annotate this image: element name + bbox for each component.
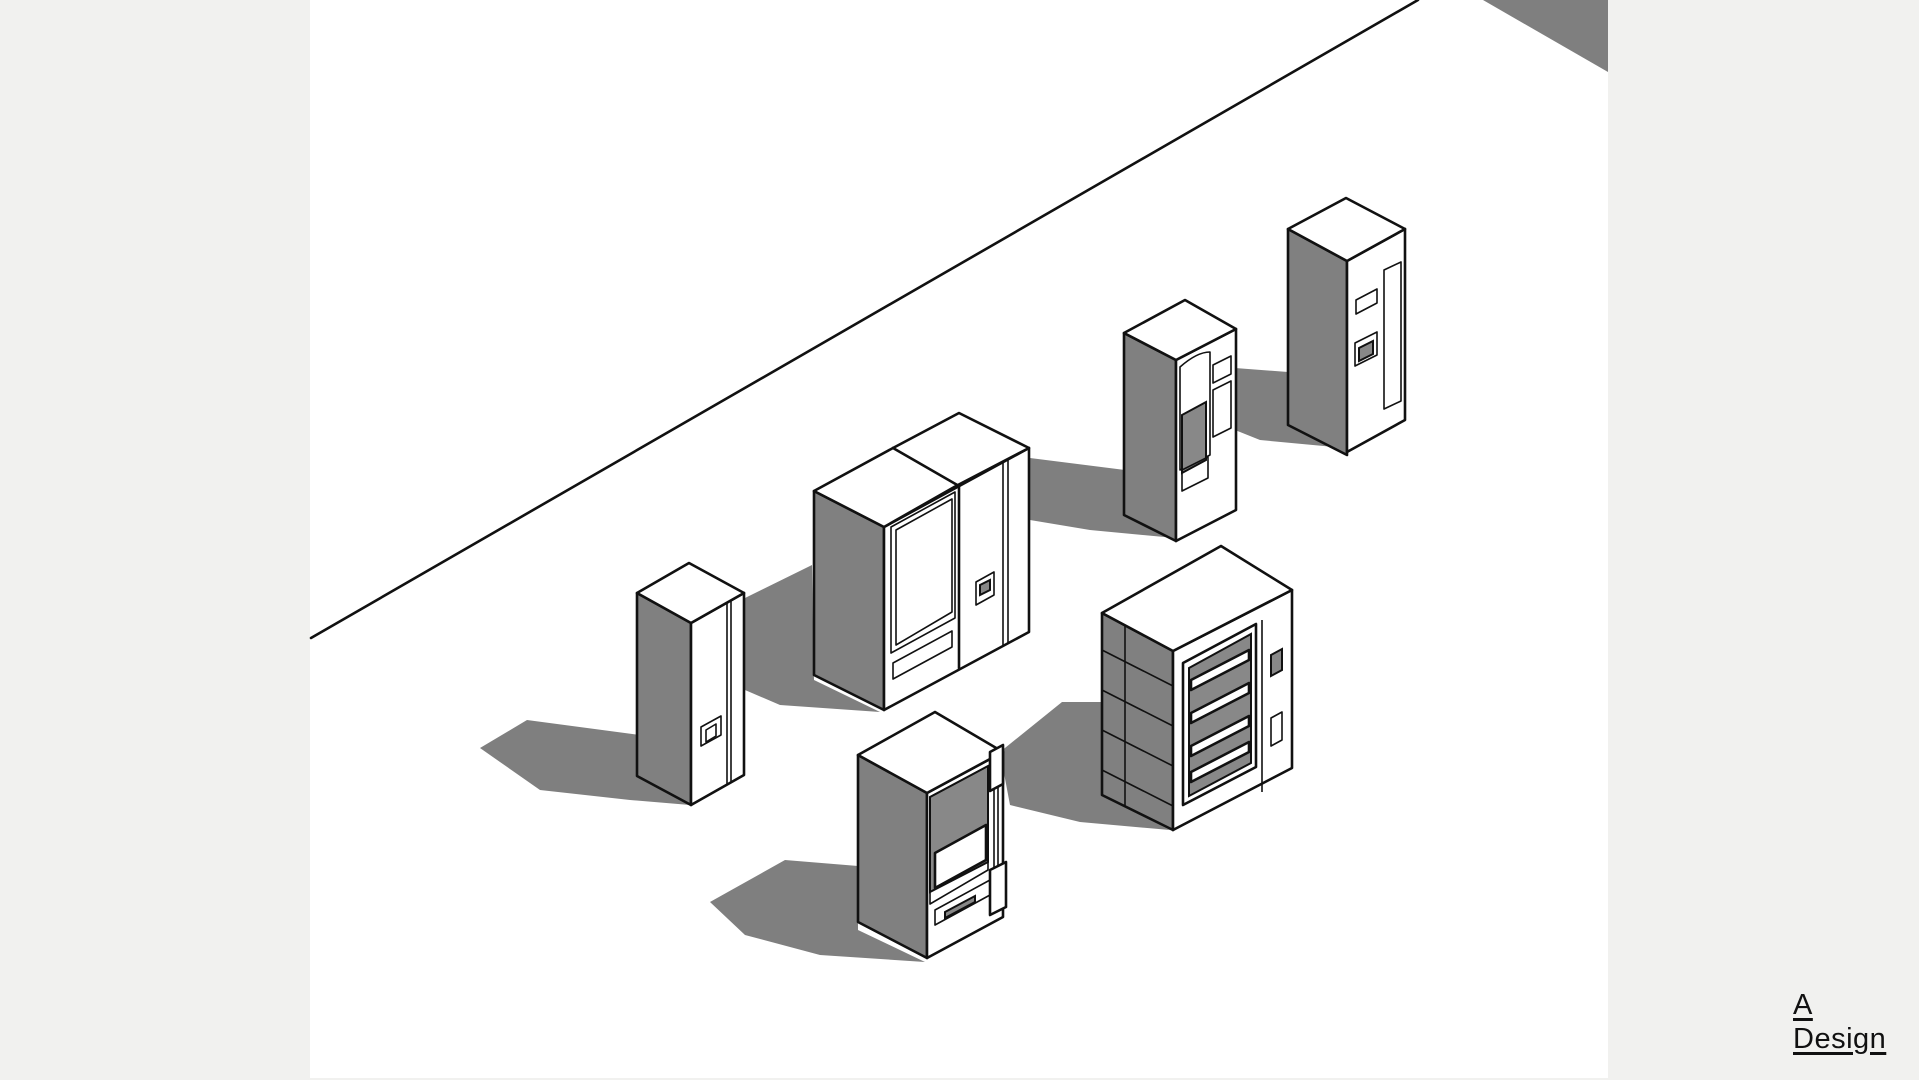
- machine-compact-glass-front: [856, 710, 1008, 960]
- machine-snack: [1100, 544, 1294, 832]
- wall-line: [309, 0, 1420, 640]
- machine-tall-drink: [1286, 196, 1407, 457]
- corner-shadow: [1483, 0, 1608, 72]
- shadow-machine-d: [1235, 368, 1345, 448]
- machine-double-glass-front: [812, 411, 1031, 712]
- logo-line-2: Design: [1793, 1023, 1887, 1055]
- machine-tall-narrow-left: [635, 561, 746, 807]
- logo-line-1: A: [1793, 989, 1813, 1021]
- brand-logo[interactable]: A Design: [1793, 988, 1886, 1056]
- shadow-machine-e: [1000, 702, 1170, 830]
- shadow-machine-f: [710, 860, 925, 962]
- shadow-machine-b: [745, 565, 880, 712]
- machine-coffee: [1122, 298, 1238, 543]
